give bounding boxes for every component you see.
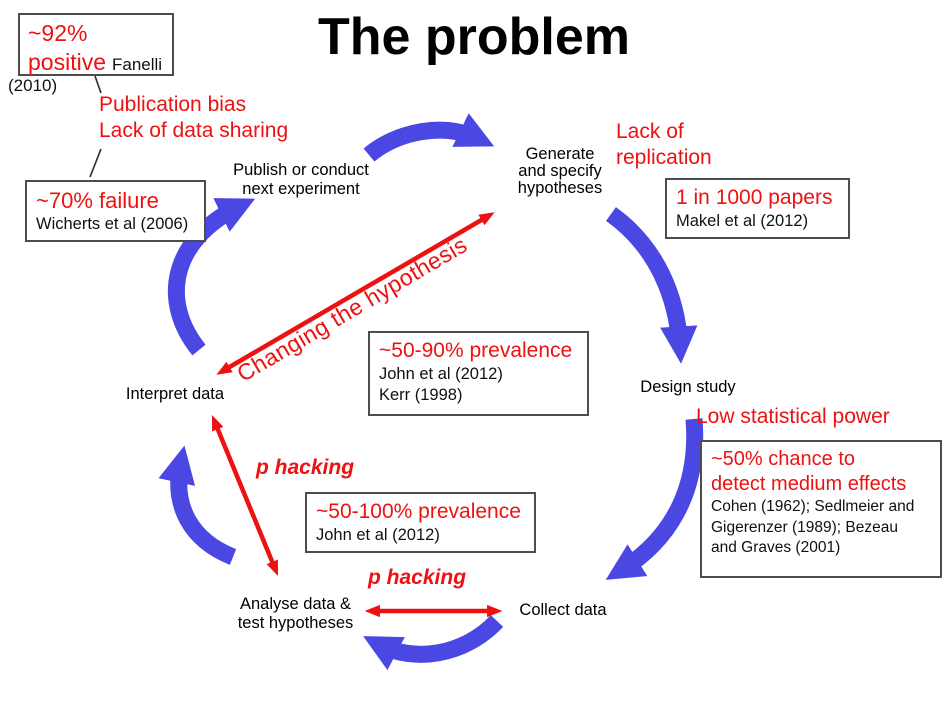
john-kerr-citation: John et al (2012) Kerr (1998) — [379, 365, 503, 404]
cycle-arrow-analyse-to-interpret-icon — [158, 445, 237, 565]
cycle-arrow-design-to-collect-icon — [605, 418, 704, 580]
annotation-p-hacking-upper: p hacking — [256, 456, 355, 479]
annotation-lack-of-replication: Lack of replication — [616, 120, 712, 169]
cycle-node-interpret: Interpret data — [125, 385, 225, 403]
makel-stat: 1 in 1000 papers — [676, 186, 833, 209]
evidence-box-cohen: ~50% chance to detect medium effects Coh… — [700, 440, 942, 578]
annotation-p-hacking-lower: p hacking — [368, 566, 467, 589]
cycle-node-design: Design study — [640, 378, 736, 396]
cycle-arrow-publish-to-generate-icon — [363, 113, 495, 162]
cycle-arrow-generate-to-design-icon — [605, 207, 698, 364]
evidence-box-makel: 1 in 1000 papers Makel et al (2012) — [665, 178, 850, 239]
fanelli-stat-line2: positive Fanelli — [28, 48, 164, 77]
connector-line-fanelli-icon — [94, 75, 102, 94]
evidence-box-john-kerr: ~50-90% prevalence John et al (2012) Ker… — [368, 331, 589, 416]
evidence-box-john: ~50-100% prevalence John et al (2012) — [305, 492, 536, 553]
annotation-publication-bias: Publication bias Lack of data sharing — [99, 93, 289, 142]
changing-hypothesis-arrow-icon — [216, 212, 495, 375]
evidence-box-wicherts: ~70% failure Wicherts et al (2006) — [25, 180, 206, 242]
fanelli-citation-year: (2010) — [8, 76, 58, 95]
fanelli-stat-line1: ~92% — [28, 20, 88, 46]
fanelli-citation-inline: Fanelli — [111, 55, 163, 74]
cycle-node-publish: Publish or conduct next experiment — [233, 161, 369, 198]
evidence-box-fanelli: ~92% positive Fanelli — [18, 13, 174, 76]
cycle-arrow-collect-to-analyse-icon — [363, 614, 504, 671]
wicherts-stat: ~70% failure — [36, 188, 159, 213]
connector-line-wicherts-icon — [89, 148, 102, 178]
cohen-stat: ~50% chance to detect medium effects — [711, 448, 907, 495]
cycle-node-generate: Generate and specify hypotheses — [517, 145, 603, 197]
fanelli-stat-positive: positive — [28, 49, 106, 75]
page-title: The problem — [317, 8, 631, 66]
john-kerr-stat: ~50-90% prevalence — [379, 339, 573, 362]
wicherts-citation: Wicherts et al (2006) — [36, 215, 189, 233]
p-hacking-arrow-interpret-analyse-icon — [211, 415, 279, 576]
makel-citation: Makel et al (2012) — [676, 212, 809, 230]
cycle-node-analyse: Analyse data & test hypotheses — [237, 595, 354, 632]
annotation-low-statistical-power: Low statistical power — [696, 405, 890, 428]
john-stat: ~50-100% prevalence — [316, 500, 521, 523]
john-citation: John et al (2012) — [316, 526, 440, 544]
cohen-citation: Cohen (1962); Sedlmeier and Gigerenzer (… — [711, 498, 915, 556]
cycle-node-collect: Collect data — [519, 601, 607, 619]
